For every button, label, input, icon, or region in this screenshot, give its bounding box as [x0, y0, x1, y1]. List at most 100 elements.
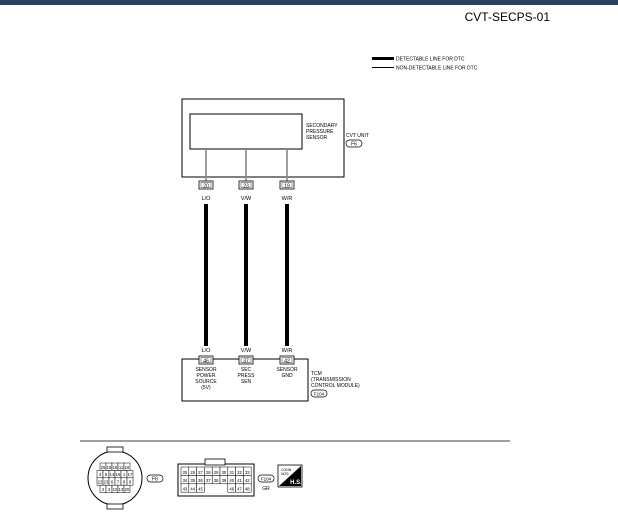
tcm-connector-badge [310, 389, 328, 398]
f6-pin-number: 19 [107, 465, 112, 470]
cvt-pin-box [238, 180, 254, 190]
f6-pin-number: 25 [101, 465, 106, 470]
legend-non-detectable-label: NON-DETECTABLE LINE FOR DTC [396, 66, 478, 72]
cvt-pin-box [279, 180, 295, 190]
cvt-pin-number: 20 [203, 183, 209, 189]
pin-function-label: GND [281, 373, 293, 379]
f6-connector-badge [146, 474, 164, 483]
pin-function-label: SEC [241, 367, 252, 373]
tcm-connector-id: F104 [314, 392, 325, 397]
tcm-pin-box [198, 355, 214, 365]
wire-color-label: W/R [282, 348, 293, 354]
f104-pin-number: 31 [229, 470, 234, 475]
header-bar [0, 0, 618, 5]
f104-pin-number: 28 [206, 470, 211, 475]
hs-badge-top-text: NOS [281, 472, 289, 476]
tcm-pins: 46 37 42 [198, 355, 295, 365]
f6-pin-number: 5 [105, 472, 108, 477]
tcm-label-line: (TRANSMISSION [311, 377, 351, 383]
f6-pin-number: 14 [110, 472, 115, 477]
hs-badge-fill [279, 466, 301, 486]
tcm-pin-box [238, 355, 254, 365]
hs-badge-label: H.S. [290, 480, 302, 486]
pin-function-label: POWER [197, 373, 216, 379]
diagram-code: CVT-SECPS-01 [464, 10, 550, 24]
wire-color-label: V/W [241, 348, 252, 354]
f6-pin-cell [123, 484, 131, 493]
f6-pin-number: 23 [104, 480, 109, 485]
tcm-pin-number: 42 [284, 358, 290, 364]
f104-pin-number: 35 [190, 478, 195, 483]
f104-pin-number: 27 [198, 470, 203, 475]
cvt-connector-id: F6 [351, 142, 357, 148]
wire-color-label: V/W [241, 196, 252, 202]
tcm-pin-inner [200, 357, 212, 363]
f104-connector-badge [257, 474, 275, 483]
f104-pin-number: 45 [198, 487, 203, 492]
f104-pin-number: 47 [237, 487, 242, 492]
tcm-pin-number: 37 [243, 358, 249, 364]
f6-connector-id: F6 [152, 477, 158, 483]
f6-pin-number: 13 [119, 487, 124, 492]
f6-pin-number: 3 [108, 487, 111, 492]
f6-pin-number: 22 [98, 480, 103, 485]
f104-pin-number: 44 [190, 487, 195, 492]
cvt-unit-box [181, 98, 345, 178]
f104-pin-cell [196, 483, 205, 493]
f6-pin-number: 10 [113, 487, 118, 492]
tcm-pin-inner [240, 357, 252, 363]
cvt-pins: 20 23 19 [198, 180, 295, 190]
f104-lock-tab [204, 458, 226, 466]
f6-pin-number: 4 [99, 472, 102, 477]
tcm-label-line: TCM [311, 371, 322, 377]
f104-pin-number: 37 [206, 478, 211, 483]
tcm-label-line: CONTROL MODULE) [311, 383, 360, 389]
f104-pin-number: 25 [183, 470, 188, 475]
f104-pin-number: 34 [183, 478, 188, 483]
f6-pin-number: 11 [119, 465, 124, 470]
f104-connector-color: GR [262, 486, 270, 492]
wire-color-label: W/R [282, 196, 293, 202]
f104-pin-number: 40 [229, 478, 234, 483]
pin-function-label: SEN [241, 379, 252, 385]
f6-pin-number: 1 [123, 472, 126, 477]
f6-key [106, 503, 124, 510]
cvt-unit: SECONDARY PRESSURE SENSOR CVT UNIT F6 [181, 98, 369, 178]
f6-pin-number: 2 [102, 487, 105, 492]
cvt-pin-inner [240, 182, 252, 188]
f104-pin-number: 41 [237, 478, 242, 483]
f6-pin-number: 6 [111, 480, 114, 485]
f6-pin-number: 9 [129, 480, 132, 485]
cvt-pin-number: 23 [243, 183, 249, 189]
f104-connector-id: F104 [261, 477, 272, 482]
hs-badge: CONN NOS H.S. [277, 464, 303, 488]
pin-function-label: PRESS [238, 373, 256, 379]
tcm-pin-labels: SENSOR POWER SOURCE (5V) SEC PRESS SEN S… [195, 367, 298, 391]
f104-pin-number: 33 [245, 470, 250, 475]
f6-pin-number: 8 [123, 480, 126, 485]
f6-pin-number: 7 [117, 480, 120, 485]
wire-color-label: L/O [202, 348, 212, 354]
internal-leads [205, 149, 288, 181]
f6-pin-number: 15 [116, 472, 121, 477]
cvt-connector-badge [345, 139, 363, 148]
f104-pin-number: 39 [222, 478, 227, 483]
cvt-pin-number: 19 [284, 183, 290, 189]
legend-non-detectable-swatch [372, 67, 394, 68]
f104-pin-cell [243, 483, 252, 493]
f6-pin-number: 18 [113, 465, 118, 470]
f104-pin-number: 42 [245, 478, 250, 483]
legend: DETECTABLE LINE FOR DTC NON-DETECTABLE L… [372, 57, 478, 72]
pin-function-label: (5V) [201, 385, 211, 391]
f104-pin-number: 26 [190, 470, 195, 475]
f104-pin-number: 36 [198, 478, 203, 483]
f104-pin-number: 46 [229, 487, 234, 492]
tcm-pin-inner [281, 357, 293, 363]
f104-pin-number: 38 [214, 478, 219, 483]
f104-pin-number: 29 [214, 470, 219, 475]
